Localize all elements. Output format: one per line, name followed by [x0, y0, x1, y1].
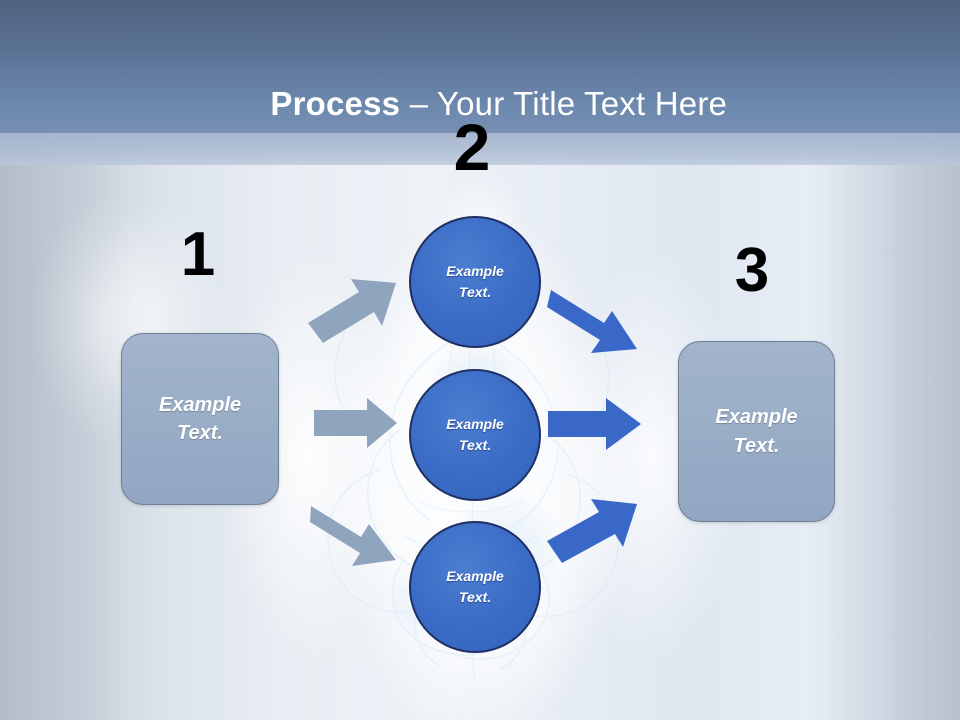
process-box-step3-line2: Text.	[733, 434, 780, 457]
step-number-3: 3	[734, 236, 770, 305]
page-title: Process – Your Title Text Here	[0, 47, 960, 161]
process-box-step3[interactable]: Example Text.	[678, 341, 835, 522]
process-circle-node-3-line1: Example	[446, 568, 504, 584]
process-circle-node-1-line2: Text.	[458, 284, 492, 300]
arrow-circle2-to-box3	[548, 398, 641, 450]
process-circle-node-2-line1: Example	[446, 416, 504, 432]
process-box-step1-line1: Example	[158, 393, 242, 416]
process-circle-node-1[interactable]: Example Text.	[409, 216, 541, 348]
process-circle-node-2-line2: Text.	[458, 437, 492, 453]
arrow-box1-to-circle3	[310, 506, 396, 566]
process-box-step1[interactable]: Example Text.	[121, 333, 279, 505]
header-bar	[0, 0, 960, 133]
process-circle-node-1-line1: Example	[446, 263, 504, 279]
process-box-step3-line1: Example	[715, 406, 798, 429]
arrow-circle3-to-box3	[547, 499, 637, 563]
step-number-2: 2	[453, 110, 491, 184]
process-circle-node-3-line2: Text.	[458, 589, 492, 605]
process-circle-node-3[interactable]: Example Text.	[409, 521, 541, 653]
arrow-circle1-to-box3	[547, 290, 637, 353]
process-circle-node-2[interactable]: Example Text.	[409, 369, 541, 501]
arrow-box1-to-circle1	[308, 279, 396, 343]
arrow-box1-to-circle2	[314, 398, 397, 448]
process-box-step1-line2: Text.	[177, 422, 223, 444]
page-title-rest: – Your Title Text Here	[400, 85, 728, 122]
page-title-strong: Process	[270, 85, 401, 122]
step-number-1: 1	[180, 220, 216, 289]
header-accent-band	[0, 133, 960, 165]
